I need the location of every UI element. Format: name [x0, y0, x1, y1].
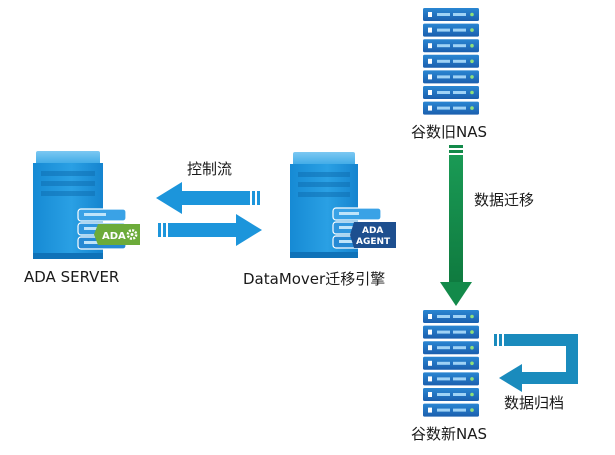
agent-badge-line1: ADA: [362, 226, 383, 236]
data-migration-label: 数据迁移: [474, 191, 535, 209]
nas-rack-icon: [423, 8, 479, 115]
ada-server-node: ADA: [33, 151, 140, 259]
ada-server-label: ADA SERVER: [24, 268, 120, 286]
server-tower-icon: [290, 152, 358, 258]
gear-icon: [126, 229, 138, 240]
rack-unit: [423, 54, 479, 68]
rack-unit: [423, 23, 479, 37]
rack-unit: [423, 70, 479, 84]
new-nas-node: [423, 310, 479, 417]
data-migration-arrow: [440, 145, 472, 306]
old-nas-node: [423, 8, 479, 115]
nas-rack-icon: [423, 310, 479, 417]
rack-unit: [423, 341, 479, 355]
old-nas-label: 谷数旧NAS: [411, 123, 488, 141]
datamover-node: ADA AGENT: [290, 152, 396, 258]
new-nas-label: 谷数新NAS: [411, 425, 488, 443]
rack-unit: [423, 101, 479, 115]
rack-unit: [423, 39, 479, 53]
rack-unit: [423, 325, 479, 339]
ada-badge: ADA: [94, 224, 140, 245]
datamover-label: DataMover迁移引擎: [243, 270, 386, 288]
rack-unit: [423, 403, 479, 417]
agent-badge-line2: AGENT: [356, 237, 391, 247]
rack-unit: [423, 8, 479, 21]
rack-unit: [423, 310, 479, 323]
rack-unit: [423, 372, 479, 386]
ada-agent-badge: ADA AGENT: [350, 222, 396, 248]
control-flow-arrow-left: [156, 182, 260, 214]
control-flow-arrow-right: [158, 214, 262, 246]
rack-unit: [423, 86, 479, 99]
rack-unit: [423, 388, 479, 401]
control-flow-label: 控制流: [187, 160, 233, 178]
ada-badge-label: ADA: [102, 231, 126, 242]
data-archive-arrow: [494, 334, 578, 392]
data-archive-label: 数据归档: [504, 394, 565, 412]
rack-unit: [423, 356, 479, 370]
